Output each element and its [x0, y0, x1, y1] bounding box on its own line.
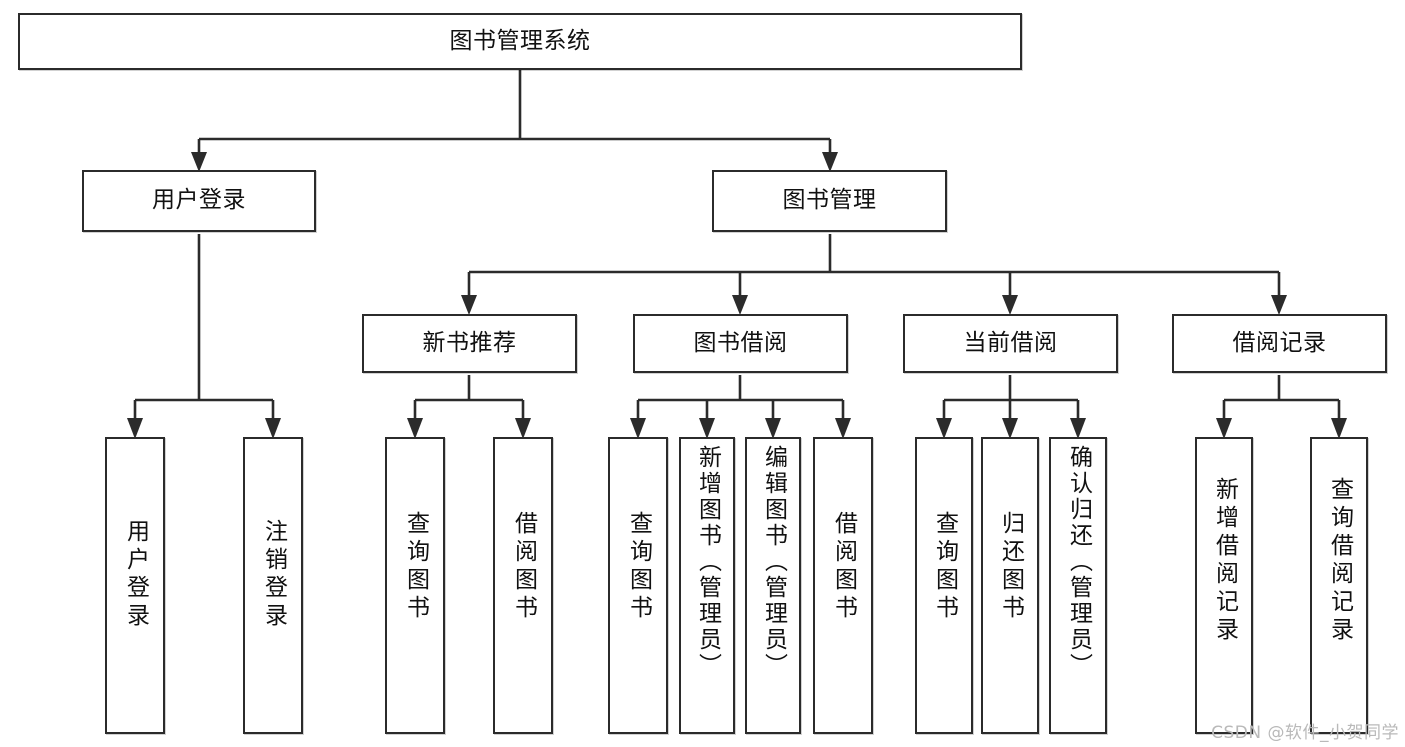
node-label: 编辑图书（管理员） — [760, 445, 787, 679]
node-label: 查询图书 — [625, 511, 652, 623]
node-label: 注销登录 — [260, 519, 287, 631]
node-user-login[interactable]: 用户登录 — [82, 170, 316, 232]
node-label: 查询图书 — [931, 511, 958, 623]
node-book-borrow[interactable]: 图书借阅 — [633, 314, 848, 373]
leaf-query-book-recommend[interactable]: 查询图书 — [385, 437, 445, 734]
leaf-edit-book-admin[interactable]: 编辑图书（管理员） — [745, 437, 801, 734]
leaf-confirm-return-admin[interactable]: 确认归还（管理员） — [1049, 437, 1107, 734]
node-book-management[interactable]: 图书管理 — [712, 170, 947, 232]
leaf-add-borrow-record[interactable]: 新增借阅记录 — [1195, 437, 1253, 734]
node-new-book-recommend[interactable]: 新书推荐 — [362, 314, 577, 373]
watermark-text: CSDN @软件_小贺同学 — [1211, 723, 1399, 743]
leaf-return-book[interactable]: 归还图书 — [981, 437, 1039, 734]
node-label: 图书管理系统 — [449, 27, 591, 54]
node-label: 图书管理 — [782, 187, 877, 214]
node-label: 借阅记录 — [1232, 329, 1327, 356]
leaf-user-login[interactable]: 用户登录 — [105, 437, 165, 734]
node-label: 用户登录 — [152, 187, 246, 214]
leaf-add-book-admin[interactable]: 新增图书（管理员） — [679, 437, 735, 734]
leaf-logout-login[interactable]: 注销登录 — [243, 437, 303, 734]
node-label: 新增图书（管理员） — [694, 445, 721, 679]
node-label: 确认归还（管理员） — [1065, 445, 1092, 679]
node-root-book-management-system[interactable]: 图书管理系统 — [18, 13, 1022, 70]
node-label: 查询图书 — [402, 511, 429, 623]
node-borrow-record[interactable]: 借阅记录 — [1172, 314, 1387, 373]
leaf-query-borrow-record[interactable]: 查询借阅记录 — [1310, 437, 1368, 734]
node-label: 借阅图书 — [510, 511, 537, 623]
leaf-borrow-book-recommend[interactable]: 借阅图书 — [493, 437, 553, 734]
node-label: 查询借阅记录 — [1326, 477, 1353, 645]
node-label: 借阅图书 — [830, 511, 857, 623]
node-label: 用户登录 — [122, 519, 149, 631]
node-label: 新书推荐 — [422, 329, 517, 356]
leaf-query-book-current[interactable]: 查询图书 — [915, 437, 973, 734]
node-label: 图书借阅 — [693, 329, 788, 356]
leaf-borrow-book[interactable]: 借阅图书 — [813, 437, 873, 734]
leaf-query-book-borrow[interactable]: 查询图书 — [608, 437, 668, 734]
node-label: 新增借阅记录 — [1211, 477, 1238, 645]
node-label: 当前借阅 — [963, 329, 1058, 356]
node-current-borrow[interactable]: 当前借阅 — [903, 314, 1118, 373]
node-label: 归还图书 — [997, 511, 1024, 623]
